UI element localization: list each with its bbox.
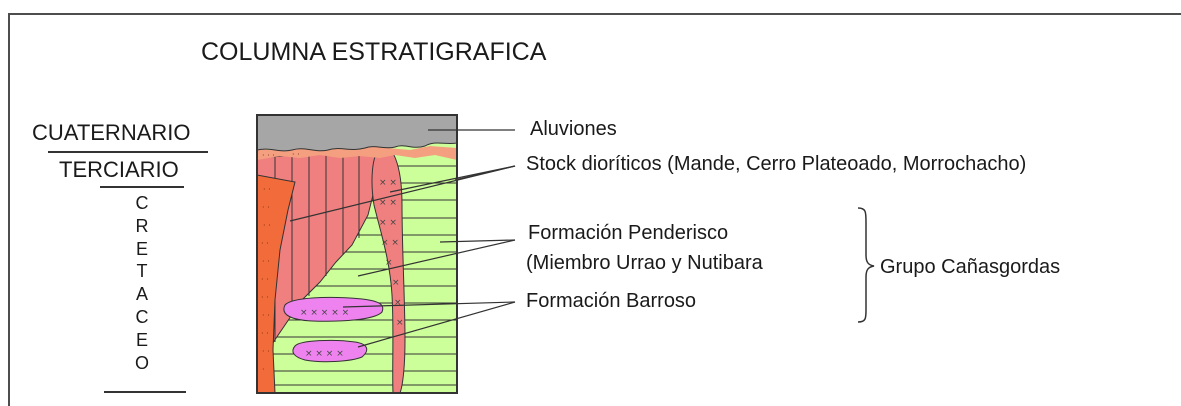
svg-text:· ·: · · xyxy=(263,221,271,230)
cretaceo-letter: O xyxy=(134,352,149,373)
leader-lines xyxy=(289,129,516,348)
cretaceo-letter: C xyxy=(135,193,149,213)
cretaceo-letter: E xyxy=(135,329,148,350)
barroso-cross-pattern: × × × × × × × × × xyxy=(300,308,349,359)
terciario-dots: · · · · · xyxy=(262,150,300,160)
svg-text:· ·: · · xyxy=(262,257,270,266)
label-penderisco-members: (Miembro Urrao y Nutibara xyxy=(526,252,763,274)
cretaceo-letter: T xyxy=(136,261,148,282)
svg-text:· ·: · · xyxy=(263,185,271,194)
barroso-lens-upper xyxy=(283,296,384,322)
cretaceo-letter: C xyxy=(135,306,149,327)
label-penderisco: Formación Penderisco xyxy=(528,222,729,244)
era-divider-top xyxy=(48,151,208,153)
orange-stock-dots: · · · · · · · · · · · · · · · · · · · · · xyxy=(261,185,271,374)
column-outline xyxy=(256,114,458,394)
svg-text:· ·: · · xyxy=(261,275,269,284)
column-body: · ·· ·· · · ·· ·· · · ·· ·· · · ·· × ×× … xyxy=(257,115,457,393)
cretaceo-letter: A xyxy=(135,284,148,305)
label-aluviones: Aluviones xyxy=(530,118,617,140)
terciario-band xyxy=(257,146,457,160)
grupo-brace xyxy=(857,207,875,323)
svg-text:×: × xyxy=(385,258,393,268)
svg-text:· ·: · · xyxy=(262,311,270,320)
svg-text:· ·: · · xyxy=(262,203,270,212)
svg-text:· ·: · · xyxy=(261,239,269,248)
svg-text:×: × xyxy=(394,298,402,308)
svg-text:× ×: × × xyxy=(379,198,397,208)
label-grupo-canasgordas: Grupo Cañasgordas xyxy=(880,256,1061,278)
frame-top-border xyxy=(8,13,1181,15)
svg-text:× ×: × × xyxy=(379,178,397,188)
svg-text:×: × xyxy=(396,318,404,328)
svg-text:× × × ×: × × × × xyxy=(305,349,344,359)
svg-text:·: · xyxy=(262,365,265,374)
era-divider-bottom xyxy=(104,391,186,393)
svg-text:× ×: × × xyxy=(379,218,397,228)
svg-text:× ×: × × xyxy=(381,238,399,248)
dike-cross-pattern: × × × × × × × × × × × × xyxy=(379,178,404,328)
era-divider-middle xyxy=(100,186,184,188)
aluviones-layer xyxy=(257,115,457,152)
cretaceo-letter: R xyxy=(135,215,149,236)
era-terciario: TERCIARIO xyxy=(59,157,179,182)
svg-text:· ·: · · xyxy=(262,347,270,356)
label-stock-dioriticos: Stock dioríticos (Mande, Cerro Plateoado… xyxy=(526,153,1027,175)
barroso-lens-lower xyxy=(292,339,368,363)
era-cuaternario: CUATERNARIO xyxy=(32,120,191,145)
svg-text:· ·: · · xyxy=(261,329,269,338)
diagram-title: COLUMNA ESTRATIGRAFICA xyxy=(201,38,547,66)
frame-left-border xyxy=(8,13,10,406)
diorite-stock-orange xyxy=(257,174,296,393)
svg-text:· · ·: · · · xyxy=(262,151,275,160)
svg-text:×: × xyxy=(392,278,400,288)
cretaceo-letter: E xyxy=(135,238,148,259)
svg-text:· ·: · · xyxy=(261,293,269,302)
label-barroso: Formación Barroso xyxy=(526,290,697,312)
svg-text:× × × × ×: × × × × × xyxy=(300,308,349,318)
era-cretaceo: C R E T A C E O xyxy=(132,192,152,374)
svg-text:· ·: · · xyxy=(292,150,300,159)
